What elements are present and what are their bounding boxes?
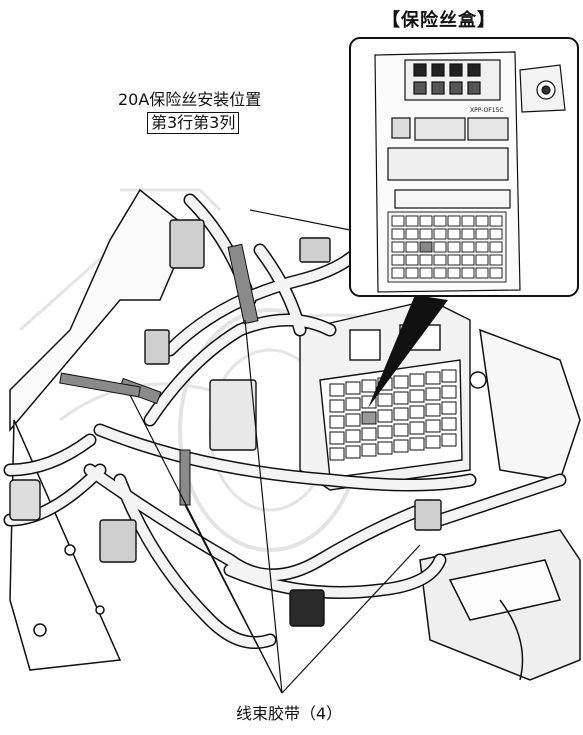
connector-lower-right bbox=[414, 499, 442, 531]
leader-fuse-position bbox=[249, 209, 351, 231]
fuse-position-label: 20A保险丝安装位置 bbox=[118, 90, 262, 109]
fuse-box-scene bbox=[299, 299, 487, 491]
cable-tie-4 bbox=[59, 372, 141, 398]
box-code-label: XPP-OF15C bbox=[470, 107, 504, 114]
connector-far-left bbox=[9, 479, 41, 521]
leader-tie-1 bbox=[244, 319, 283, 694]
leader-lines bbox=[129, 209, 421, 694]
right-housing bbox=[419, 328, 581, 681]
callout-pointer bbox=[368, 295, 448, 408]
connector-top-center bbox=[299, 237, 331, 263]
connector-top-left bbox=[169, 219, 205, 269]
leader-tie-3 bbox=[184, 504, 283, 694]
fuse-row-column-label: 第3行第3列 bbox=[147, 112, 240, 134]
connector-black bbox=[289, 589, 325, 627]
cable-ties bbox=[59, 243, 259, 506]
leader-tie-4 bbox=[281, 544, 421, 694]
inset-fuse-grid bbox=[387, 211, 507, 283]
connector-lower-left bbox=[99, 519, 137, 563]
connector-block-center bbox=[209, 379, 257, 451]
fuse-grid-scene bbox=[329, 369, 457, 461]
connector-left bbox=[144, 329, 170, 365]
wire-harness bbox=[3, 193, 567, 649]
connectors bbox=[9, 219, 442, 627]
cable-tie-1 bbox=[227, 243, 259, 325]
fuse-box-title: 【保险丝盒】 bbox=[382, 10, 496, 31]
fuse-box-inset: XPP-OF15C bbox=[349, 37, 579, 297]
cable-ties-label: 线束胶带（4） bbox=[236, 704, 343, 723]
